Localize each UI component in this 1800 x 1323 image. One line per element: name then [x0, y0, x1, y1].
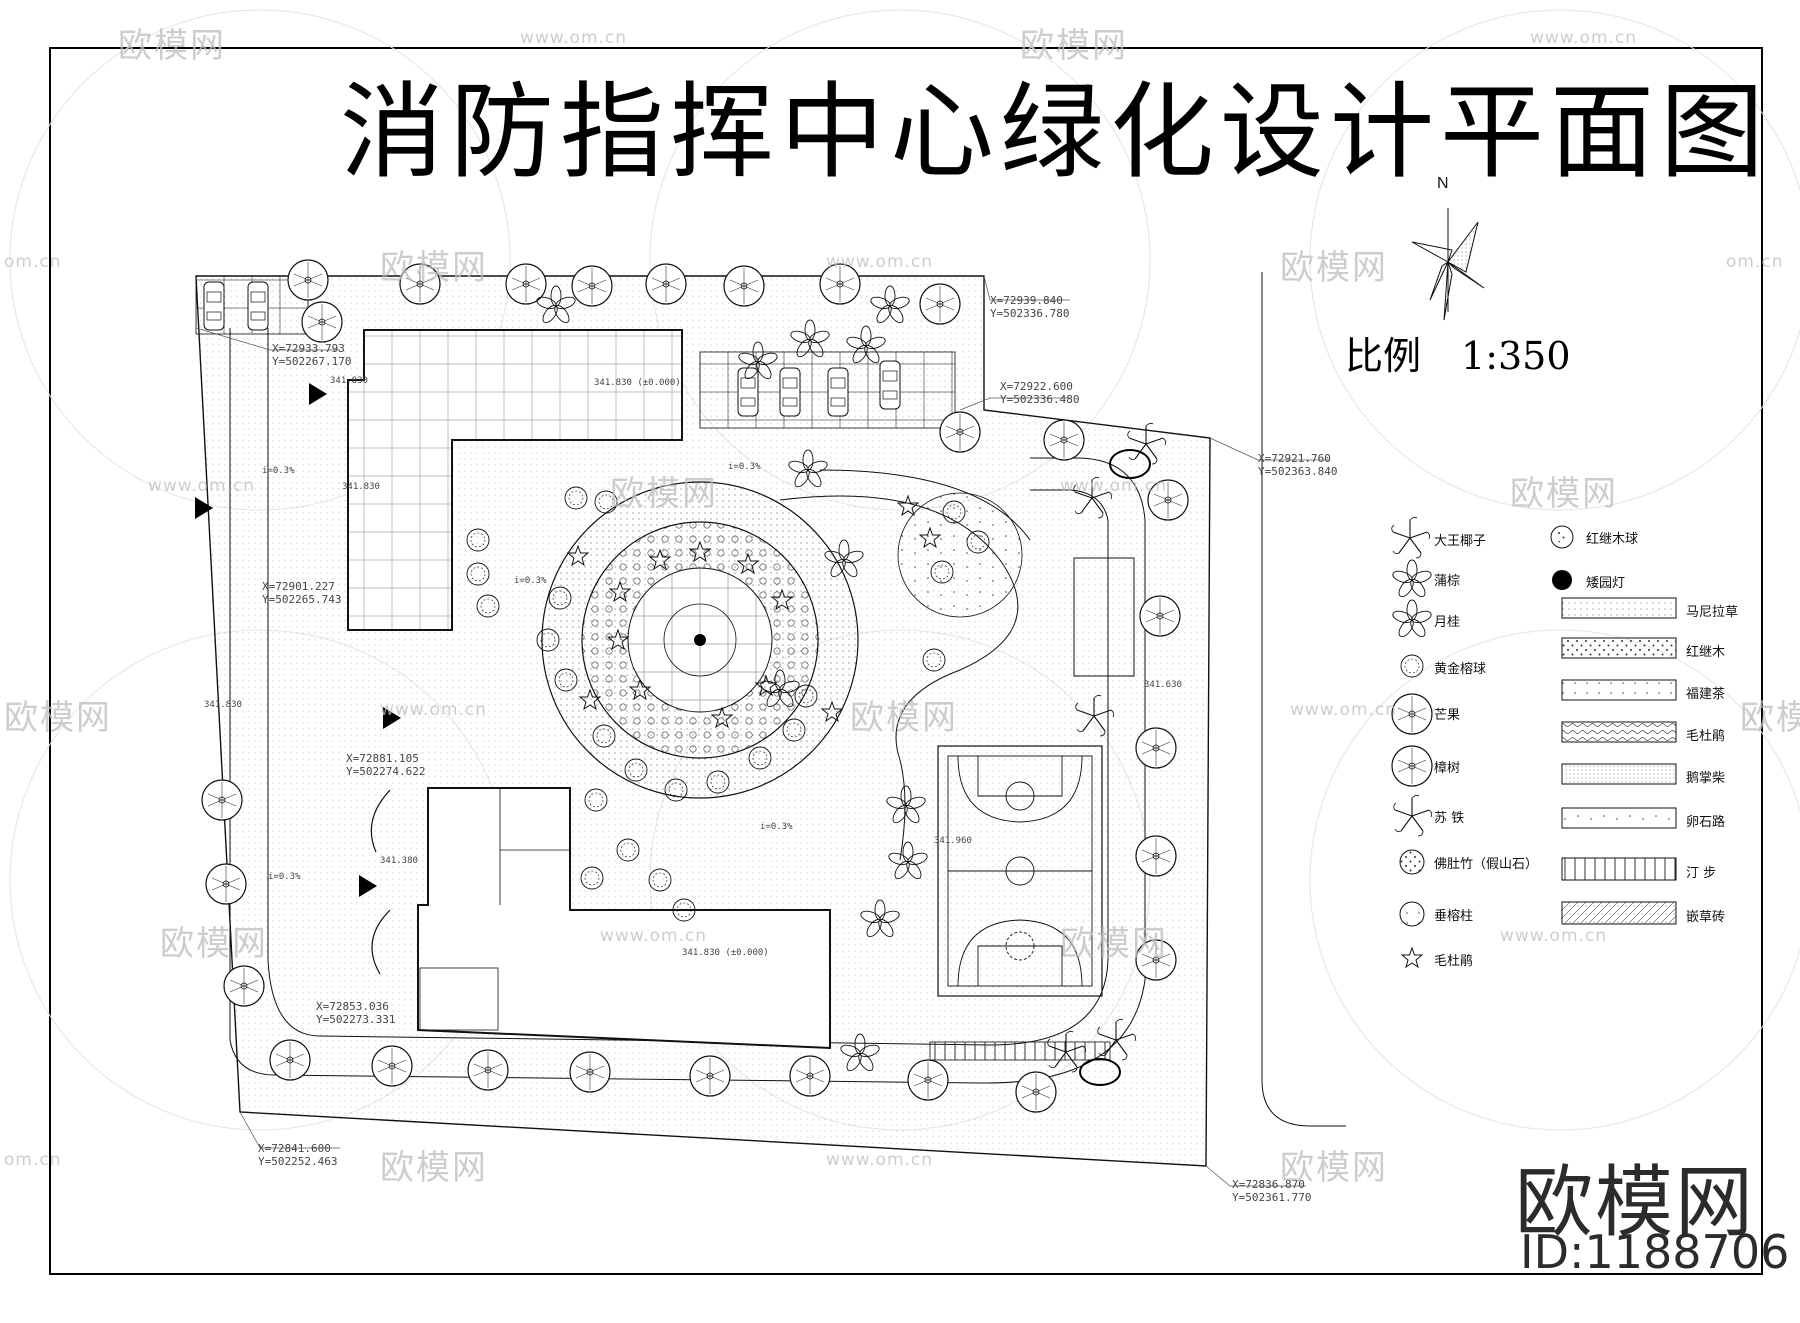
north-building [347, 329, 683, 631]
legend-label: 毛杜鹃 [1434, 954, 1474, 969]
watermark-brand: 欧模网 [1510, 474, 1618, 514]
elevation-label: 341.830 [342, 482, 380, 492]
watermark-brand: 欧模网 [1280, 1148, 1388, 1188]
legend-label: 大王椰子 [1434, 534, 1487, 549]
legend-label: 芒果 [1434, 708, 1461, 723]
slope-label: i=0.3% [760, 822, 793, 832]
road-edge [1261, 272, 1346, 1127]
legend-label: 鹅掌柴 [1686, 771, 1726, 786]
elevation-label: 341.630 [1144, 680, 1182, 690]
elevation-label: 341.960 [934, 836, 972, 846]
watermark-brand: 欧模网 [1740, 698, 1800, 738]
watermark-brand: 欧模网 [1020, 26, 1128, 66]
legend-label: 汀 步 [1686, 866, 1717, 881]
elevation-label: 341.830 [204, 700, 242, 710]
watermark-brand: 欧模网 [380, 1148, 488, 1188]
brand-logo-text: 欧模网 [1515, 1158, 1756, 1248]
legend-hatches [1561, 597, 1677, 925]
watermark-brand: 欧模网 [160, 924, 268, 964]
watermark-brand: 欧模网 [1280, 248, 1388, 288]
elevation-label: 341.830 [330, 376, 368, 386]
legend-label: 垂榕柱 [1434, 909, 1474, 924]
legend-label: 红继木球 [1586, 532, 1639, 547]
scale-value: 1:350 [1461, 334, 1571, 378]
watermark-url: om.cn [4, 1150, 62, 1170]
legend-label: 福建茶 [1686, 687, 1726, 702]
watermark-url: www.om.cn [1500, 926, 1608, 946]
legend-label: 蒲棕 [1434, 574, 1461, 589]
watermark-url: www.om.cn [1530, 28, 1638, 48]
legend-label: 樟树 [1434, 761, 1461, 776]
watermark-brand: 欧模网 [850, 698, 958, 738]
north-arrow [1411, 208, 1485, 321]
watermark-url: www.om.cn [600, 926, 708, 946]
parking-top [195, 275, 956, 429]
slope-label: i=0.3% [728, 462, 761, 472]
legend-label: 毛杜鹃 [1686, 729, 1726, 744]
north-label: N [1437, 175, 1449, 192]
watermark-url: www.om.cn [380, 700, 488, 720]
watermark-url: www.om.cn [826, 1150, 934, 1170]
south-building [370, 787, 831, 1050]
legend-label: 佛肚竹（假山石） [1434, 857, 1539, 872]
watermark-url: www.om.cn [148, 476, 256, 496]
watermark-url: www.om.cn [1060, 476, 1168, 496]
watermark-url: om.cn [4, 252, 62, 272]
legend-label: 红继木 [1686, 645, 1726, 660]
pavilion [1073, 557, 1135, 677]
slope-label: i=0.3% [514, 576, 547, 586]
elevation-label: 341.830 (±0.000) [594, 378, 681, 388]
scale-word: 比例 [1345, 334, 1422, 378]
watermark-brand: 欧模网 [4, 698, 112, 738]
legend-label: 马尼拉草 [1686, 605, 1739, 620]
legend-label: 月桂 [1434, 615, 1461, 630]
watermark-url: om.cn [1726, 252, 1784, 272]
legend-label: 苏 铁 [1434, 811, 1465, 826]
drawing-title: 消防指挥中心绿化设计平面图 [340, 71, 1771, 193]
legend-label: 矮园灯 [1586, 576, 1626, 591]
legend-label: 黄金榕球 [1434, 662, 1487, 677]
watermark-url: www.om.cn [1290, 700, 1398, 720]
legend-label: 卵石路 [1686, 815, 1726, 830]
drawing-frame [49, 47, 1763, 1275]
elevation-label: 341.830 (±0.000) [682, 948, 769, 958]
legend-label: 嵌草砖 [1686, 910, 1726, 925]
slope-label: i=0.3% [268, 872, 301, 882]
watermark-url: www.om.cn [826, 252, 934, 272]
scale-label: 比例 1:350 [1345, 325, 1611, 380]
central-plaza [541, 481, 859, 799]
elevation-label: 341.380 [380, 856, 418, 866]
brand-id: ID:1188706 [1520, 1225, 1790, 1279]
slope-label: i=0.3% [262, 466, 295, 476]
watermark-brand: 欧模网 [1060, 924, 1168, 964]
watermark-brand: 欧模网 [118, 26, 226, 66]
basketball-court [929, 745, 1111, 1061]
watermark-brand: 欧模网 [610, 474, 718, 514]
legend-icons [1390, 516, 1574, 968]
watermark-url: www.om.cn [520, 28, 628, 48]
watermark-brand: 欧模网 [380, 248, 488, 288]
